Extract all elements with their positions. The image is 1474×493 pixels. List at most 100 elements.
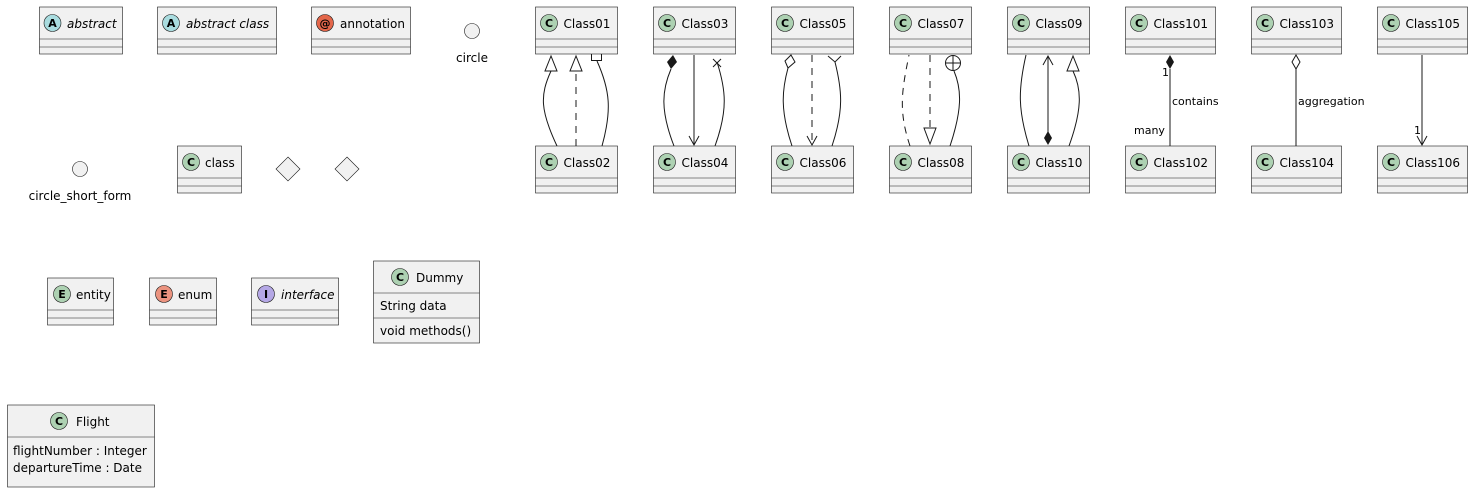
abstract-class-element[interactable]: A abstract class <box>157 6 277 55</box>
class-badge-icon <box>1012 14 1030 32</box>
contains-label: contains <box>1172 95 1219 108</box>
class10-name: Class10 <box>1036 156 1083 170</box>
class09-box[interactable]: C Class09 <box>1007 6 1090 55</box>
class103-box[interactable]: C Class103 <box>1251 6 1342 55</box>
class-badge-icon <box>776 14 794 32</box>
class08-name: Class08 <box>918 156 965 170</box>
class-badge-icon <box>894 14 912 32</box>
class-badge-icon <box>776 153 794 171</box>
contains-target-multiplicity: many <box>1134 124 1165 137</box>
entity-element[interactable]: E entity <box>47 277 114 326</box>
flight-field-departure: departureTime : Date <box>13 461 142 475</box>
aggregation-label: aggregation <box>1298 95 1365 108</box>
dummy-badge-icon <box>391 268 409 286</box>
interface-element[interactable]: I interface <box>251 277 339 326</box>
class-badge-icon <box>1256 153 1274 171</box>
class-element[interactable]: C class <box>177 145 242 194</box>
class-badge-icon <box>658 153 676 171</box>
class-badge-icon <box>182 153 200 171</box>
flight-name: Flight <box>76 415 110 429</box>
circle-short-form-name: circle_short_form <box>29 189 132 203</box>
class104-name: Class104 <box>1280 156 1334 170</box>
svg-text:C: C <box>899 17 907 30</box>
flight-class[interactable]: C Flight flightNumber : Integer departur… <box>7 404 155 488</box>
diamond-icon <box>334 156 360 182</box>
class101-box[interactable]: C Class101 <box>1125 6 1216 55</box>
svg-text:C: C <box>781 156 789 169</box>
circle-name: circle <box>456 51 488 65</box>
annotation-element[interactable]: @ annotation <box>311 6 411 55</box>
abstract-element[interactable]: A abstract <box>39 6 123 55</box>
interface-name: interface <box>281 288 335 302</box>
class-badge-icon <box>1130 14 1148 32</box>
svg-text:A: A <box>48 17 57 30</box>
svg-text:C: C <box>1017 156 1025 169</box>
class08-box[interactable]: C Class08 <box>889 145 972 194</box>
entity-name: entity <box>76 288 111 302</box>
svg-text:C: C <box>1017 17 1025 30</box>
class102-name: Class102 <box>1154 156 1208 170</box>
circle-icon <box>464 23 480 39</box>
svg-text:C: C <box>663 17 671 30</box>
abstract-name: abstract <box>67 17 118 31</box>
class103-name: Class103 <box>1280 17 1334 31</box>
class01-box[interactable]: C Class01 <box>535 6 618 55</box>
class07-name: Class07 <box>918 17 965 31</box>
class-badge-icon <box>1130 153 1148 171</box>
svg-text:C: C <box>899 156 907 169</box>
svg-text:C: C <box>545 156 553 169</box>
class-badge-icon <box>540 14 558 32</box>
class06-box[interactable]: C Class06 <box>771 145 854 194</box>
relationship-edges <box>542 50 1428 147</box>
svg-text:C: C <box>1261 17 1269 30</box>
abstract-class-name: abstract class <box>186 17 269 31</box>
class-badge-icon <box>1256 14 1274 32</box>
class105-name: Class105 <box>1406 17 1460 31</box>
dummy-class[interactable]: C Dummy String data void methods() <box>373 260 480 344</box>
svg-text:C: C <box>1135 156 1143 169</box>
svg-text:C: C <box>396 271 404 284</box>
class-badge-icon <box>1012 153 1030 171</box>
class01-name: Class01 <box>564 17 611 31</box>
class102-box[interactable]: C Class102 <box>1125 145 1216 194</box>
circle-element[interactable]: circle <box>456 23 488 66</box>
class07-box[interactable]: C Class07 <box>889 6 972 55</box>
class-name: class <box>205 156 235 170</box>
svg-text:C: C <box>545 17 553 30</box>
svg-text:C: C <box>781 17 789 30</box>
dummy-field: String data <box>380 299 447 313</box>
class02-name: Class02 <box>564 156 611 170</box>
class-badge-icon <box>540 153 558 171</box>
flight-badge-icon <box>50 412 68 430</box>
svg-text:A: A <box>167 17 176 30</box>
circle-short-form-icon <box>72 161 88 177</box>
class10-box[interactable]: C Class10 <box>1007 145 1090 194</box>
enum-badge-icon <box>155 285 173 303</box>
class02-box[interactable]: C Class02 <box>535 145 618 194</box>
class03-name: Class03 <box>682 17 729 31</box>
svg-text:I: I <box>264 288 268 301</box>
class-badge-icon <box>1382 153 1400 171</box>
enum-element[interactable]: E enum <box>149 277 217 326</box>
class-badge-icon <box>894 153 912 171</box>
svg-text:C: C <box>187 156 195 169</box>
flight-field-number: flightNumber : Integer <box>13 444 147 458</box>
abstract-badge-icon <box>43 14 62 32</box>
class09-name: Class09 <box>1036 17 1083 31</box>
circle-short-form-element[interactable]: circle_short_form <box>29 161 132 204</box>
class101-name: Class101 <box>1154 17 1208 31</box>
class03-box[interactable]: C Class03 <box>653 6 736 55</box>
svg-text:C: C <box>1135 17 1143 30</box>
svg-text:C: C <box>1387 156 1395 169</box>
contains-source-multiplicity: 1 <box>1162 66 1169 79</box>
class06-name: Class06 <box>800 156 847 170</box>
class-badge-icon <box>658 14 676 32</box>
svg-text:C: C <box>663 156 671 169</box>
